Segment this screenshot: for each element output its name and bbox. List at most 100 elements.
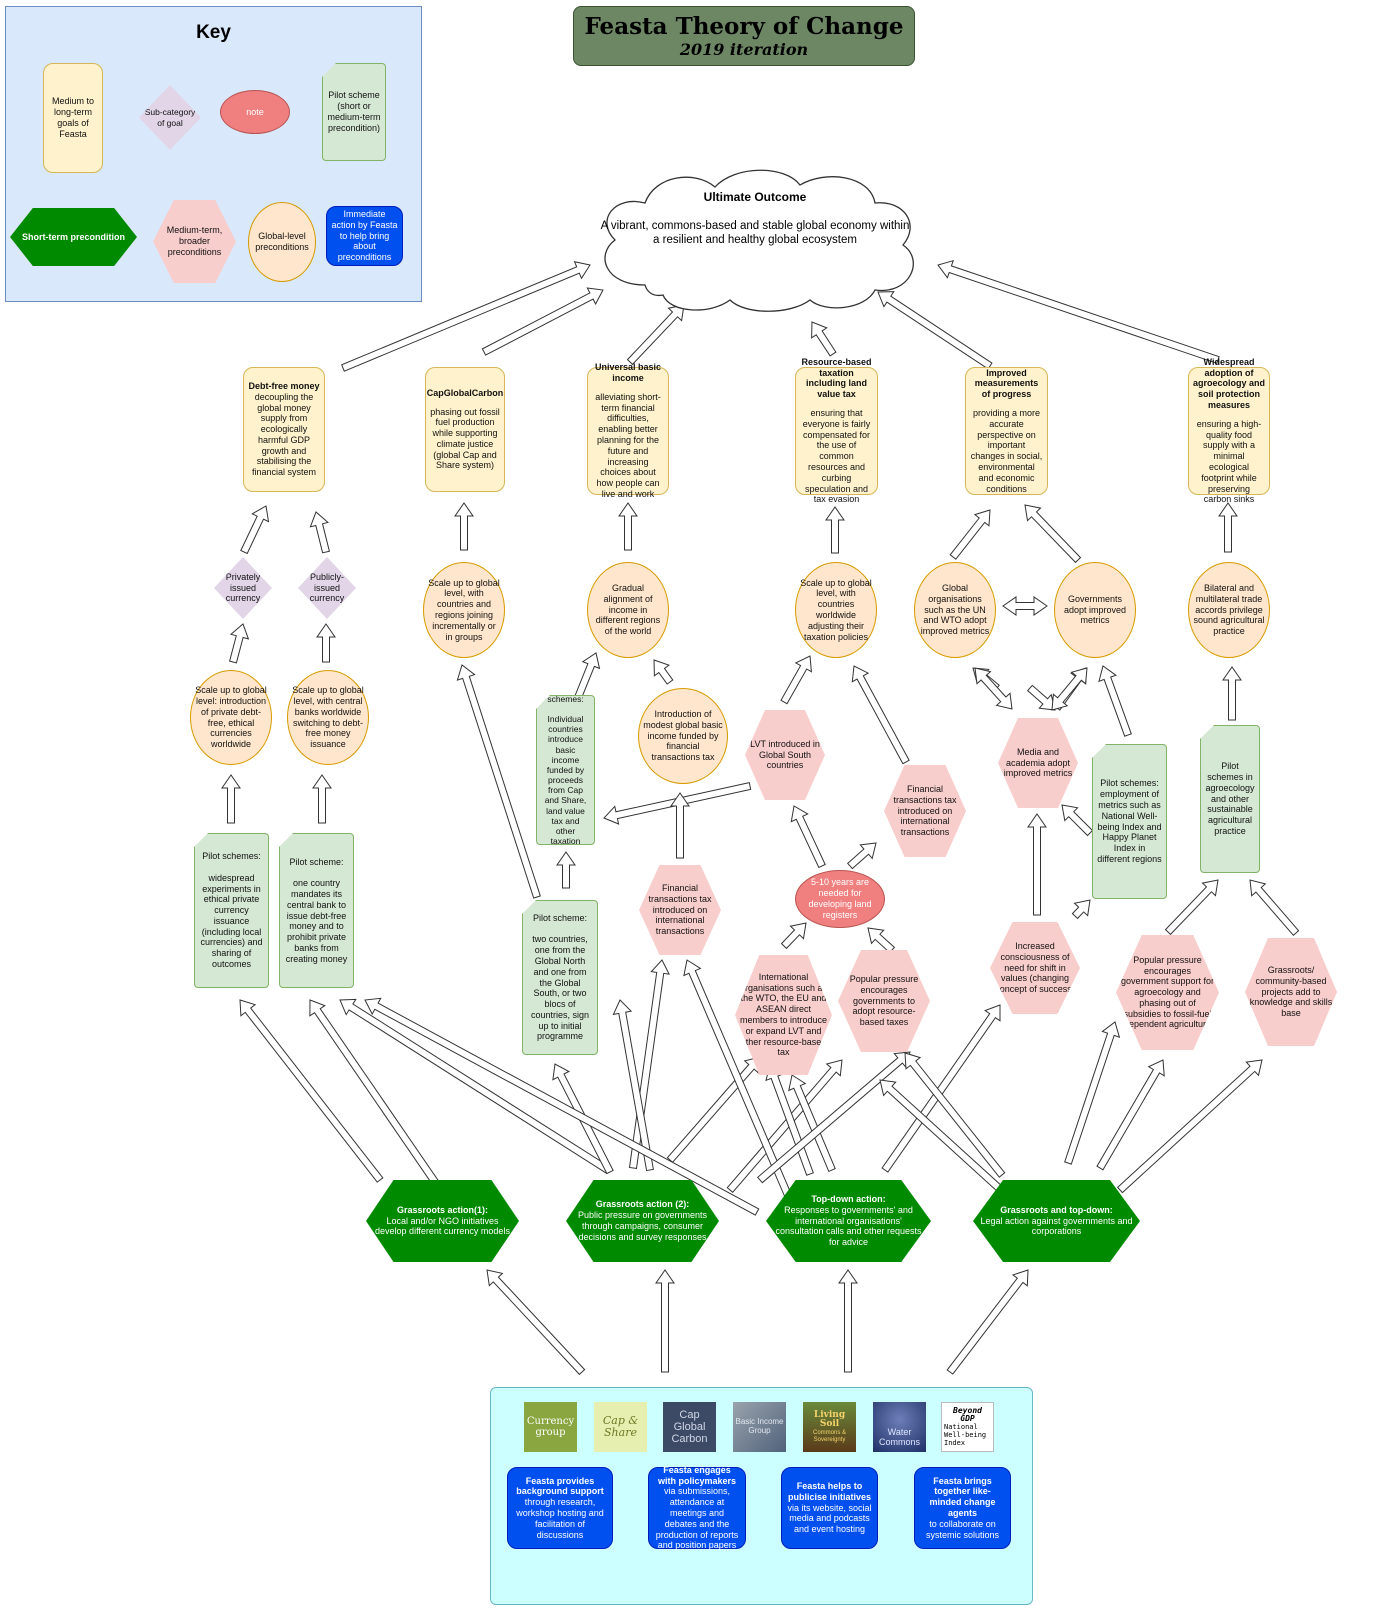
flow-arrow [240,505,270,555]
global-private-currencies: Scale up to global level: introduction o… [190,670,272,765]
logo-basic-income-group: Basic Income Group [733,1402,786,1452]
short-text: Local and/or NGO initiatives develop dif… [375,1215,510,1237]
flow-arrow [974,667,1013,710]
flow-arrow [628,959,670,1170]
outcome-cloud [604,169,914,312]
logo-currency-group: Currency group [524,1402,577,1452]
short-grassroots-action-2: Grassroots action (2): Public pressure o… [566,1180,719,1262]
key-title: Key [196,22,231,43]
flow-arrow [811,321,837,357]
key-note: note [220,90,290,134]
flow-arrow [312,774,332,824]
goal-text: phasing out fossil fuel production while… [430,406,500,471]
global-governments-metrics: Governments adopt improved metrics [1054,562,1136,658]
flow-arrow [683,959,794,1203]
logo-beyond-gdp-sub: National Well-being Index [944,1423,987,1447]
feasta-title: Feasta engages with policymakers [657,1464,737,1486]
feasta-background-support: Feasta provides background support throu… [507,1467,613,1549]
short-title: Grassroots action (2): [595,1199,690,1210]
flow-arrow [780,655,812,705]
flow-arrow [481,287,604,356]
short-text: Public pressure on governments through c… [577,1210,708,1242]
pilot-basic-income: Pilot schemes: Individual countries intr… [536,695,595,845]
flow-arrow [877,291,993,370]
flow-arrow [881,1004,1001,1173]
flow-arrow [838,1269,858,1373]
flow-arrow [788,1074,836,1173]
medium-ftt: Financial transactions tax introduced on… [639,865,721,955]
flow-arrow [309,511,331,554]
flow-arrow [1002,596,1048,616]
flow-arrow [1071,899,1091,920]
flow-arrow [726,1059,843,1194]
short-grassroots-and-top-down: Grassroots and top-down: Legal action ag… [973,1180,1140,1262]
pilot-central-bank: Pilot scheme: one country mandates its c… [279,833,354,988]
flow-arrow [1218,502,1238,553]
medium-international-orgs-lvt: International organisations such as the … [735,955,832,1075]
flow-arrow [456,664,541,899]
key-feasta: Immediate action by Feasta to help bring… [326,206,403,266]
note-land-registers: 5-10 years are needed for developing lan… [795,870,885,928]
goal-debt-free-money: Debt-free money decoupling the global mo… [243,367,325,492]
key-goal: Medium to long-term goals of Feasta [43,63,103,173]
global-income-alignment: Gradual alignment of income in different… [587,562,669,658]
goal-text: ensuring a high-quality food supply with… [1196,418,1262,505]
flow-arrow [790,805,826,869]
global-orgs-metrics: Global organisations such as the UN and … [914,562,996,658]
logo-water-commons-label: Water Commons [878,1427,920,1447]
flow-arrow [780,922,807,950]
flow-arrow [666,1056,761,1164]
feasta-brings-together: Feasta brings together like-minded chang… [914,1467,1011,1549]
flow-arrow [221,774,241,824]
feasta-engages-policymakers: Feasta engages with policymakers via sub… [648,1464,746,1550]
key-global: Global-level preconditions [248,202,316,282]
pilot-metrics: Pilot schemes: employment of metrics suc… [1092,744,1167,899]
pilot-cap-global-carbon: Pilot scheme: two countries, one from th… [522,900,598,1055]
logo-beyond-gdp-title: Beyond GDP [953,1405,982,1424]
feasta-title: Feasta provides background support [516,1475,604,1497]
logo-cap-global-carbon-label: Cap Global Carbon [671,1408,708,1446]
flow-arrow [946,1269,1029,1375]
global-trade-accords: Bilateral and multilateral trade accords… [1188,562,1270,658]
diagram-title: Feasta Theory of Change [584,13,904,40]
flow-arrow [309,999,439,1185]
logo-living-soil: Living Soil Commons & Sovereignty [803,1402,856,1452]
pilot-agroecology: Pilot schemes in agroecology and other s… [1200,725,1260,873]
flow-arrow [756,1051,911,1184]
flow-arrow [867,927,896,954]
flow-arrow [851,665,910,765]
flow-arrow [239,999,384,1183]
global-cgc-scale-up: Scale up to global level, with countries… [423,562,505,658]
flow-arrow [653,659,674,685]
flow-arrow [937,259,1220,364]
logo-cap-and-share-label: Cap & Share [602,1413,639,1439]
short-title: Grassroots action(1): [396,1204,489,1215]
flow-arrow [825,506,845,554]
goal-title: Improved measurements of progress [974,367,1039,400]
outcome-text-block: Ultimate Outcome A vibrant, commons-base… [600,190,910,248]
feasta-text: through research, workshop hosting and f… [516,1497,604,1540]
flow-arrow [316,623,336,663]
flow-arrow [879,1079,1016,1204]
logo-cap-and-share: Cap & Share [594,1402,647,1452]
outcome-title: Ultimate Outcome [703,190,807,204]
logo-water-commons: Water Commons [873,1402,926,1452]
short-title: Top-down action: [811,1194,886,1204]
goal-improved-measurements: Improved measurements of progress provid… [965,367,1048,495]
flow-arrow [1249,879,1300,937]
flow-arrow [556,851,576,889]
flow-arrow [655,1269,675,1373]
diagram-title-box: Feasta Theory of Change 2019 iteration [573,6,915,66]
flow-arrow [1064,1021,1121,1165]
goal-universal-basic-income: Universal basic income alleviating short… [587,362,669,499]
goal-agroecology: Widespread adoption of agroecology and s… [1188,357,1270,504]
short-top-down-action: Top-down action: Responses to government… [766,1180,931,1262]
flow-arrow [1051,667,1088,711]
flow-arrow [1026,684,1056,711]
global-ubi-ftt: Introduction of modest global basic inco… [638,688,728,784]
flow-arrow [1096,1059,1165,1171]
medium-ftt-international: Financial transactions tax introduced on… [884,765,966,857]
goal-text: decoupling the global money supply from … [251,391,317,478]
flow-arrow [1024,504,1082,564]
